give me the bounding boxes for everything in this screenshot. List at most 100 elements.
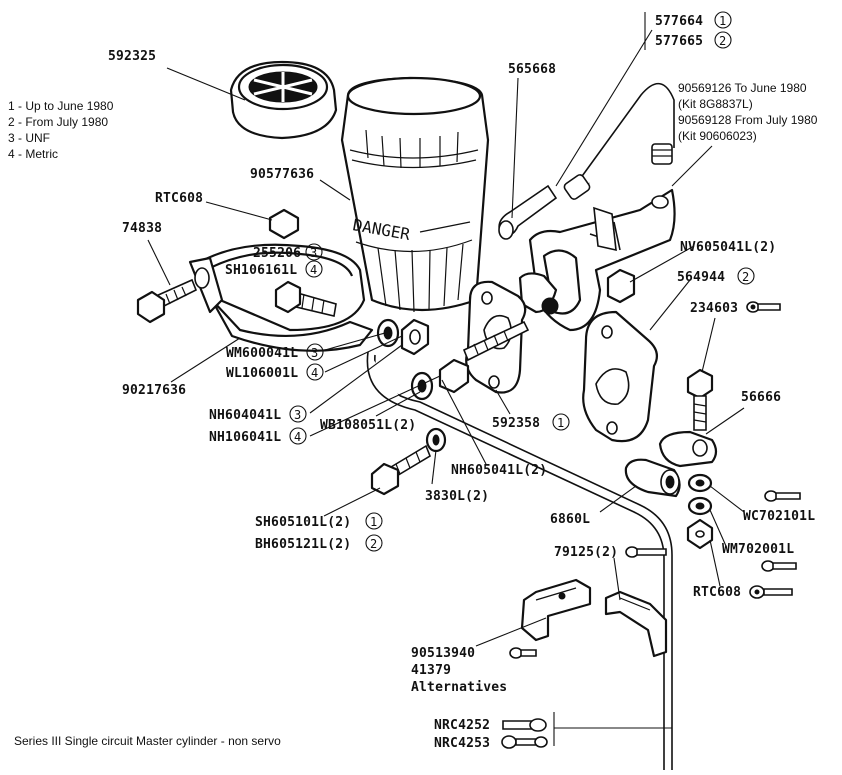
label-nh604041l: NH604041L: [209, 408, 281, 423]
label-wl106001l: WL106001L: [226, 366, 298, 381]
marker-577664: 1: [714, 11, 732, 29]
master-cylinder: [518, 188, 676, 332]
svg-text:3: 3: [311, 346, 318, 360]
marker-sh605101l: 1: [365, 512, 383, 530]
marker-nh604041l: 3: [289, 405, 307, 423]
marker-564944: 2: [737, 267, 755, 285]
label-wc702101l: WC702101L: [743, 509, 815, 524]
circled-markers: 1 2 3 4 2 3 4 3 4 1 1 2: [289, 11, 755, 552]
icon-nrc4252: [502, 718, 547, 732]
label-kit-90606023: (Kit 90606023): [678, 129, 757, 143]
svg-text:4: 4: [311, 366, 318, 380]
legend-item-2: 2 - From July 1980: [8, 115, 108, 129]
svg-text:2: 2: [742, 270, 749, 284]
icon-90513940: [509, 647, 537, 659]
label-nrc4253: NRC4253: [434, 736, 490, 751]
bracket-90513940: [520, 578, 592, 642]
marker-wl106001l: 4: [306, 363, 324, 381]
label-79125: 79125(2): [554, 545, 618, 560]
label-rtc608-top: RTC608: [155, 191, 203, 206]
label-nh106041l: NH106041L: [209, 430, 281, 445]
legend-item-4: 4 - Metric: [8, 147, 58, 161]
bolt-74838: [136, 278, 198, 324]
marker-592358: 1: [552, 413, 570, 431]
label-234603: 234603: [690, 301, 738, 316]
legend: 1 - Up to June 1980 2 - From July 1980 3…: [8, 99, 114, 161]
nut-nv605041l: [606, 268, 636, 304]
icon-234603: [746, 301, 781, 313]
label-nrc4252: NRC4252: [434, 718, 490, 733]
label-3830l: 3830L(2): [425, 489, 489, 504]
label-255206: 255206: [253, 246, 301, 261]
label-564944: 564944: [677, 270, 725, 285]
label-alternatives: Alternatives: [411, 680, 507, 695]
feed-pipe: [563, 82, 675, 200]
svg-text:3: 3: [294, 408, 301, 422]
diagram-caption: Series III Single circuit Master cylinde…: [14, 734, 281, 748]
clip-56666: [658, 430, 718, 468]
bracket-41379: [604, 590, 668, 658]
svg-text:2: 2: [370, 537, 377, 551]
svg-text:3: 3: [310, 246, 317, 260]
marker-nh106041l: 4: [289, 427, 307, 445]
svg-text:1: 1: [557, 416, 564, 430]
svg-text:2: 2: [719, 34, 726, 48]
label-sh605101l: SH605101L(2): [255, 515, 351, 530]
label-wm702001l: WM702001L: [722, 542, 794, 557]
label-592358: 592358: [492, 416, 540, 431]
grommet-6860l: [624, 458, 681, 498]
label-6860l: 6860L: [550, 512, 590, 527]
brake-pipe: [366, 351, 673, 770]
label-592325: 592325: [108, 49, 156, 64]
filter-cap-592325: [229, 60, 338, 140]
nut-rtc608-top: [268, 208, 300, 240]
label-bh605121l: BH605121L(2): [255, 537, 351, 552]
icon-rtc608: [749, 585, 793, 599]
gasket-564944: [582, 310, 659, 443]
icon-nrc4253: [501, 735, 548, 749]
bolt-255206: [274, 280, 337, 317]
label-565668: 565668: [508, 62, 556, 77]
label-90513940: 90513940: [411, 646, 475, 661]
marker-sh106161l: 4: [305, 260, 323, 278]
label-rtc608-low: RTC608: [693, 585, 741, 600]
label-90569126: 90569126 To June 1980: [678, 81, 807, 95]
marker-wm600041l: 3: [306, 343, 324, 361]
icon-wc702101l: [764, 490, 801, 502]
leader-lines: [147, 12, 745, 746]
label-74838: 74838: [122, 221, 162, 236]
label-wm600041l: WM600041L: [226, 346, 298, 361]
legend-item-1: 1 - Up to June 1980: [8, 99, 114, 113]
label-41379: 41379: [411, 663, 451, 678]
legend-item-3: 3 - UNF: [8, 131, 50, 145]
label-90217636: 90217636: [122, 383, 186, 398]
label-90569128: 90569128 From July 1980: [678, 113, 818, 127]
hardware-icons: [501, 301, 801, 749]
icon-79125: [625, 546, 667, 558]
label-wb108051l: WB108051L(2): [320, 418, 416, 433]
part-labels: 577664 577665 592325 565668 90569126 To …: [108, 14, 818, 751]
svg-text:4: 4: [310, 263, 317, 277]
svg-text:1: 1: [370, 515, 377, 529]
reservoir-90577636: DANGER: [340, 76, 490, 313]
svg-text:1: 1: [719, 14, 726, 28]
washer-stack: [686, 473, 714, 550]
stud-bolts: [410, 320, 530, 401]
label-577664: 577664: [655, 14, 703, 29]
hose-565668: [498, 184, 558, 240]
marker-bh605121l: 2: [365, 534, 383, 552]
label-90577636: 90577636: [250, 167, 314, 182]
label-56666: 56666: [741, 390, 781, 405]
label-577665: 577665: [655, 34, 703, 49]
label-nv605041l: NV605041L(2): [680, 240, 776, 255]
label-sh106161l: SH106161L: [225, 263, 297, 278]
marker-255206: 3: [305, 243, 323, 261]
icon-wm702001l: [761, 560, 797, 572]
label-nh605041l: NH605041L(2): [451, 463, 547, 478]
bolt-234603: [686, 368, 714, 431]
bolt-sh605101l: [370, 444, 431, 496]
label-kit-8g8837l: (Kit 8G8837L): [678, 97, 753, 111]
marker-577665: 2: [714, 31, 732, 49]
